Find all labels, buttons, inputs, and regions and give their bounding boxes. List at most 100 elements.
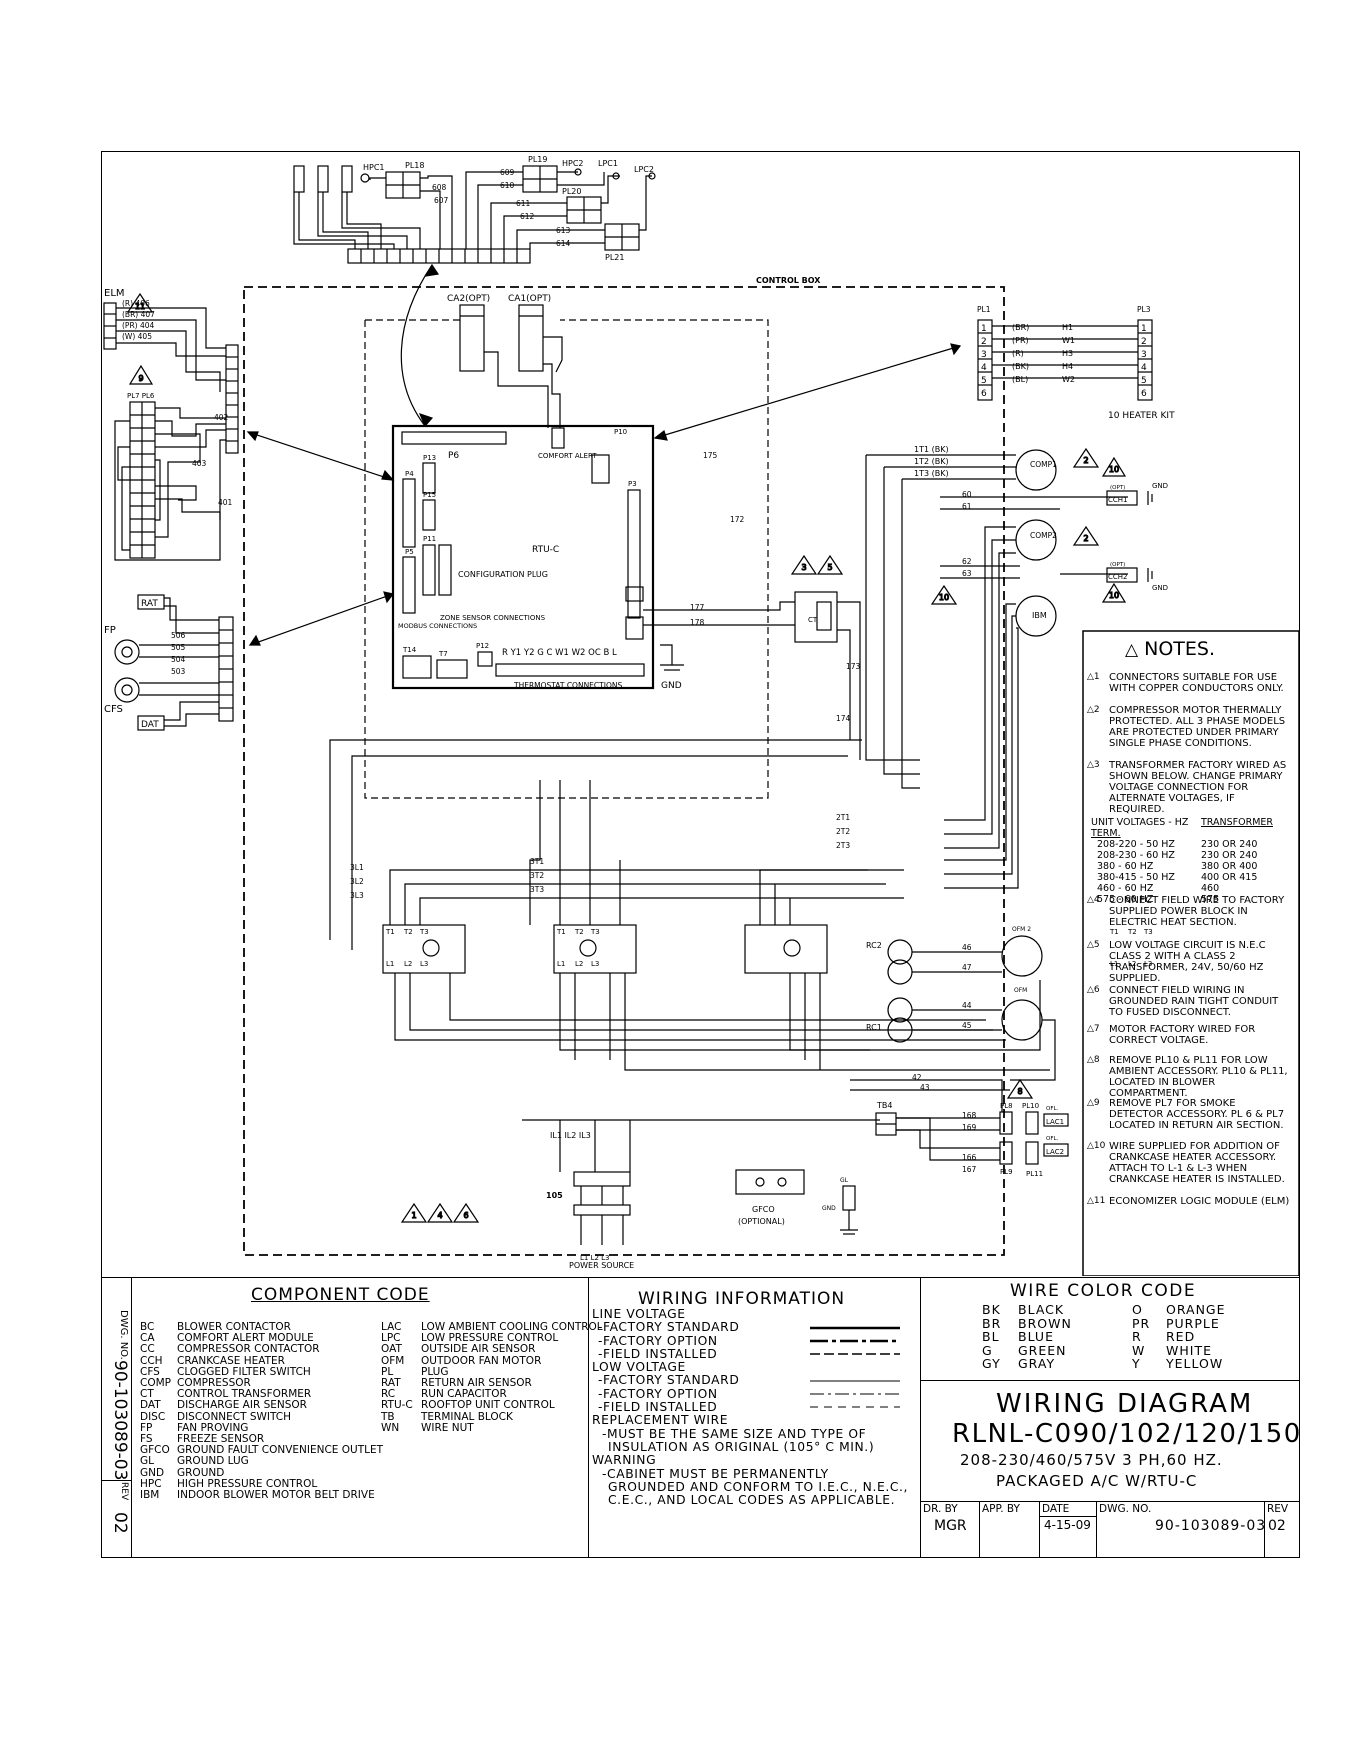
wire-number: 401 bbox=[218, 498, 233, 507]
component-abbr: CC bbox=[140, 1343, 155, 1356]
wire-number: 3T1 bbox=[530, 857, 544, 866]
pl3-pin: 6 bbox=[1141, 389, 1147, 399]
component-abbr: DAT bbox=[140, 1399, 161, 1412]
component-desc: PLUG bbox=[421, 1365, 449, 1378]
drawing-model: RLNL-C090/102/120/150 bbox=[952, 1419, 1302, 1449]
heater-wire-name: H3 bbox=[1062, 349, 1073, 358]
heater-kit-label: 10 HEATER KIT bbox=[1108, 411, 1175, 421]
note-number-triangle: △5 bbox=[1087, 940, 1100, 950]
note-number-triangle: △8 bbox=[1087, 1055, 1100, 1065]
pl1-pin: 1 bbox=[981, 324, 987, 334]
note-text: REMOVE PL10 & PL11 FOR LOW AMBIENT ACCES… bbox=[1109, 1055, 1288, 1099]
pl20-label: PL20 bbox=[562, 187, 581, 196]
wire-color-name: PURPLE bbox=[1166, 1315, 1220, 1331]
wire-number: 609 bbox=[500, 168, 515, 177]
zone-sensor-label: ZONE SENSOR CONNECTIONS bbox=[440, 614, 546, 622]
rev-value: 02 bbox=[1268, 1518, 1286, 1534]
unit-voltage: 208-230 - 60 HZ bbox=[1097, 850, 1175, 861]
note-number-triangle: △4 bbox=[1087, 895, 1100, 905]
note-number-triangle: △6 bbox=[1087, 985, 1100, 995]
wire-color-name: BLUE bbox=[1018, 1329, 1054, 1344]
comfort-alert-label: COMFORT ALERT bbox=[538, 452, 597, 460]
wire-color-abbr: BR bbox=[982, 1315, 1002, 1331]
component-desc: FREEZE SENSOR bbox=[177, 1433, 265, 1446]
wire-color-title: WIRE COLOR CODE bbox=[1010, 1281, 1197, 1301]
contactor-terminal: L1 bbox=[386, 960, 394, 968]
wire-number: 2T1 bbox=[836, 813, 850, 822]
component-desc: RUN CAPACITOR bbox=[421, 1388, 507, 1401]
component-code-title: COMPONENT CODE bbox=[251, 1285, 430, 1305]
line-voltage-item: -FIELD INSTALLED bbox=[598, 1346, 718, 1361]
wire-number: 42 bbox=[912, 1073, 922, 1082]
svg-text:4: 4 bbox=[437, 1211, 442, 1220]
line-voltage-item: -FACTORY OPTION bbox=[598, 1333, 718, 1348]
pl7pl6-label: PL7 PL6 bbox=[127, 392, 155, 400]
wire-color-abbr: BL bbox=[982, 1329, 1000, 1344]
contactor-terminal: T3 bbox=[1143, 928, 1153, 936]
board-plug-label: P12 bbox=[476, 642, 489, 650]
divider-rev bbox=[101, 1480, 132, 1481]
svg-text:10: 10 bbox=[1109, 591, 1119, 600]
replacement-text: INSULATION AS ORIGINAL (105° C MIN.) bbox=[608, 1439, 875, 1454]
component-desc: BLOWER CONTACTOR bbox=[177, 1321, 291, 1333]
note-number-triangle: △2 bbox=[1087, 705, 1100, 715]
component-desc: COMFORT ALERT MODULE bbox=[177, 1332, 314, 1345]
contactor-terminal: L2 bbox=[404, 960, 412, 968]
wire-number: 2T3 bbox=[836, 841, 850, 850]
svg-text:9: 9 bbox=[138, 374, 143, 383]
pl1-pin: 5 bbox=[981, 376, 987, 386]
dwg-no-label: DWG. NO. bbox=[1099, 1503, 1152, 1515]
wire-color-name: YELLOW bbox=[1166, 1356, 1224, 1371]
pl10-label: PL10 bbox=[1022, 1102, 1039, 1110]
pl3-pin: 3 bbox=[1141, 350, 1147, 360]
wire-color-name: ORANGE bbox=[1166, 1302, 1226, 1317]
voltage-head-right: TRANSFORMER TERM. bbox=[1091, 817, 1273, 839]
line-voltage-heading: LINE VOLTAGE bbox=[592, 1307, 686, 1321]
wire-number: 612 bbox=[520, 212, 535, 221]
compressor-wire: 1T1 (BK) bbox=[914, 445, 949, 454]
wire-number: 45 bbox=[962, 1021, 972, 1030]
wire-number: 46 bbox=[962, 943, 972, 952]
wire-number: 3L1 bbox=[350, 863, 364, 872]
transformer-term: 230 OR 240 bbox=[1201, 839, 1258, 850]
board-plug-label: P4 bbox=[405, 470, 414, 478]
wire-number: 173 bbox=[846, 662, 861, 671]
rtu-label: RTU-C bbox=[532, 545, 559, 555]
wire-color-abbr: G bbox=[982, 1342, 993, 1358]
transformer-term: 380 OR 400 bbox=[1201, 861, 1258, 872]
notes-title: △ NOTES. bbox=[1125, 640, 1215, 659]
component-desc: DISCONNECT SWITCH bbox=[177, 1410, 292, 1423]
compressor-wire: 1T3 (BK) bbox=[914, 469, 949, 478]
wire-number: 614 bbox=[556, 239, 571, 248]
date-label: DATE bbox=[1042, 1503, 1070, 1515]
wire-number: 63 bbox=[962, 569, 972, 578]
drawing-description: PACKAGED A/C W/RTU-C bbox=[996, 1472, 1198, 1490]
wire-number: 611 bbox=[516, 199, 531, 208]
il-label: IL1 IL2 IL3 bbox=[550, 1131, 591, 1140]
wire-number: 505 bbox=[171, 643, 186, 652]
warning-text: -CABINET MUST BE PERMANENTLY bbox=[602, 1466, 829, 1481]
pl1-label: PL1 bbox=[977, 305, 991, 314]
elm-wire: (R) 406 bbox=[122, 299, 150, 308]
side-rev: 02 bbox=[110, 1512, 130, 1534]
pl1-pin: 4 bbox=[981, 363, 987, 373]
heater-wire-name: W2 bbox=[1062, 375, 1075, 384]
svg-text:3: 3 bbox=[801, 563, 806, 572]
component-abbr: CFS bbox=[140, 1365, 160, 1378]
wire-number: 168 bbox=[962, 1111, 977, 1120]
app-by-label: APP. BY bbox=[982, 1503, 1020, 1515]
date-value: 4-15-09 bbox=[1044, 1518, 1091, 1532]
pl21-label: PL21 bbox=[605, 253, 624, 262]
wire-number: 504 bbox=[171, 655, 186, 664]
unit-voltage: 575 - 60 HZ bbox=[1097, 894, 1154, 905]
transformer-term: 575 bbox=[1201, 894, 1220, 905]
warning-text: GROUNDED AND CONFORM TO I.E.C., N.E.C., bbox=[608, 1479, 909, 1494]
voltage-table-row: 575 - 60 HZ 575 bbox=[1091, 894, 1297, 905]
component-abbr: DISC bbox=[140, 1410, 166, 1423]
side-dwgno: 90-103089-03 bbox=[110, 1360, 130, 1481]
